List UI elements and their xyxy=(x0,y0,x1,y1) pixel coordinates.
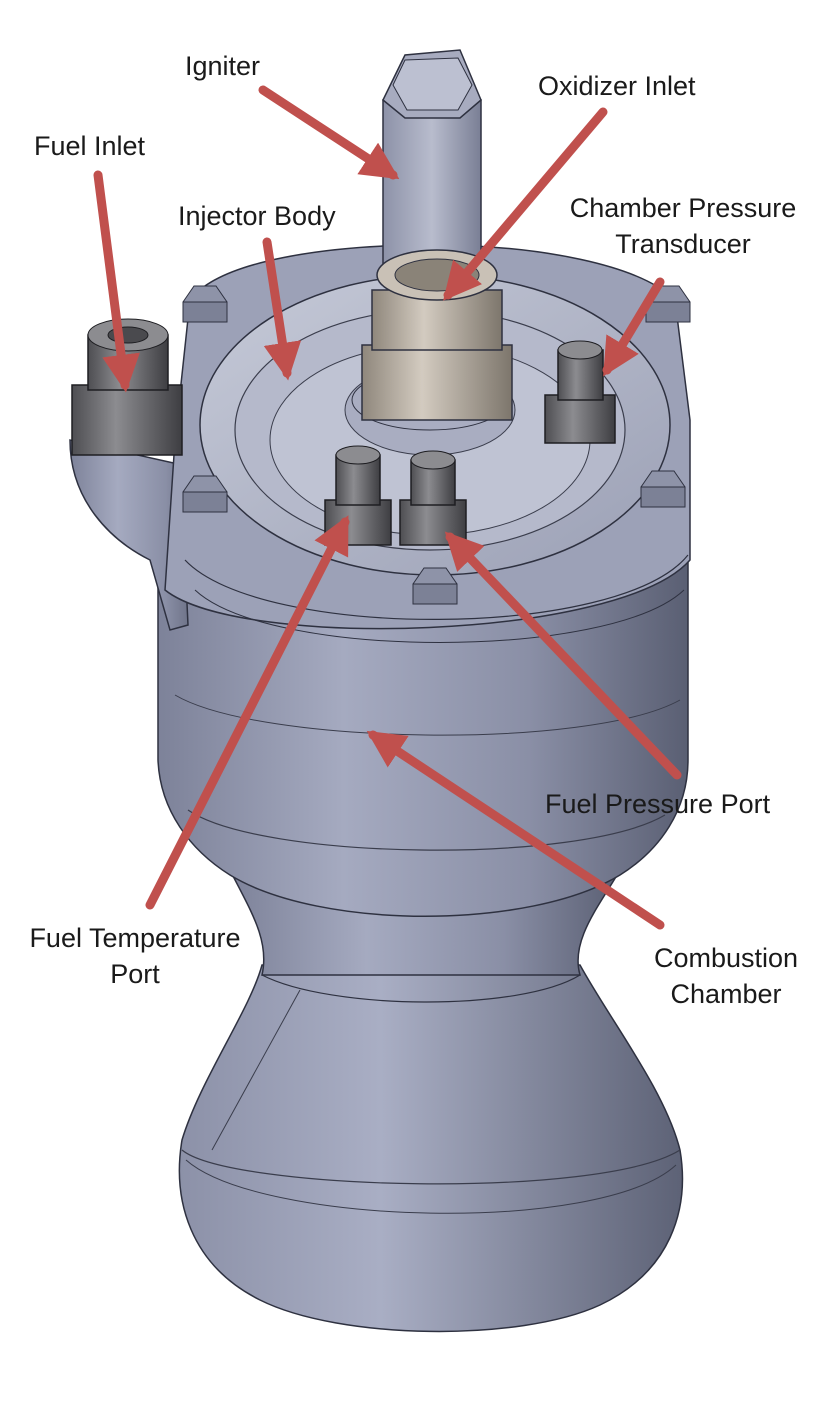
flange-bolts xyxy=(182,285,691,605)
arrow-chamber-pressure-transducer xyxy=(602,277,665,377)
label-injector-body: Injector Body xyxy=(178,201,336,231)
igniter-rod xyxy=(382,49,482,271)
arrow-injector-body xyxy=(262,237,302,381)
arrow-oxidizer-inlet xyxy=(443,107,608,301)
label-fuel-temperature-port: Fuel Temperature Port xyxy=(29,923,241,989)
arrow-fuel-inlet xyxy=(93,170,140,393)
label-fuel-pressure-port: Fuel Pressure Port xyxy=(545,789,771,819)
arrow-fuel-pressure-port xyxy=(444,531,682,780)
arrow-combustion-chamber xyxy=(366,730,665,930)
arrow-igniter xyxy=(258,85,400,180)
arrow-fuel-temperature-port xyxy=(145,515,350,910)
label-oxidizer-inlet: Oxidizer Inlet xyxy=(538,71,696,101)
label-igniter: Igniter xyxy=(185,51,261,81)
label-fuel-inlet: Fuel Inlet xyxy=(34,131,146,161)
chamber-pressure-fitting xyxy=(544,340,616,444)
label-combustion-chamber: Combustion Chamber xyxy=(653,943,799,1009)
callout-arrows xyxy=(93,85,682,930)
label-chamber-pressure-transducer: Chamber Pressure Transducer xyxy=(569,193,797,259)
nozzle xyxy=(178,964,684,1333)
